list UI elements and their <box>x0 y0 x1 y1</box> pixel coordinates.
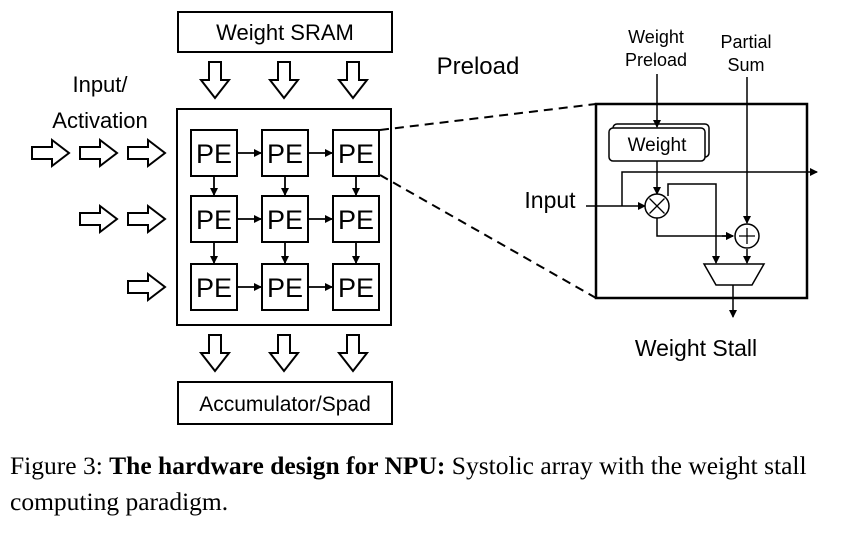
zoom-lines <box>379 103 597 299</box>
caption-rest: Systolic array with the weight stall com… <box>10 451 807 516</box>
input-label: Input <box>524 187 576 213</box>
right-arrow-icon <box>127 203 167 235</box>
activation-input-arrows <box>31 137 167 303</box>
pe-cell <box>261 263 309 311</box>
down-arrow-icon <box>267 334 301 373</box>
weight-sram-label: Weight SRAM <box>216 20 354 45</box>
weight-preload-label-line2: Preload <box>625 50 687 70</box>
partial-sum-label-line1: Partial <box>720 32 771 52</box>
sram-to-array-arrows <box>198 61 370 100</box>
pe-detail: Weight Preload Partial Sum Weight <box>524 27 818 361</box>
pe-label: PE <box>338 139 374 169</box>
right-arrow-icon <box>127 271 167 303</box>
pe-cell <box>332 195 380 243</box>
accumulator-label: Accumulator/Spad <box>199 393 371 416</box>
pe-label: PE <box>338 273 374 303</box>
pe-label: PE <box>196 273 232 303</box>
pe-label: PE <box>267 205 303 235</box>
array-to-accumulator-arrows <box>198 334 370 373</box>
right-arrow-icon <box>31 137 71 169</box>
accumulator-block: Accumulator/Spad <box>177 381 393 425</box>
preload-label: Preload <box>437 53 520 80</box>
pe-label: PE <box>196 205 232 235</box>
weight-register-label: Weight <box>628 135 688 156</box>
input-activation-label-line2: Activation <box>52 108 147 133</box>
caption-bold: The hardware design for NPU: <box>109 451 446 480</box>
right-arrow-icon <box>127 137 167 169</box>
partial-sum-label-line2: Sum <box>727 55 764 75</box>
pe-label: PE <box>267 139 303 169</box>
pe-cell <box>190 195 238 243</box>
figure-caption: Figure 3: The hardware design for NPU: S… <box>10 448 850 520</box>
pe-label: PE <box>196 139 232 169</box>
pe-label: PE <box>338 205 374 235</box>
down-arrow-icon <box>198 61 232 100</box>
input-activation-label-line1: Input/ <box>72 72 128 97</box>
pe-grid <box>190 129 380 311</box>
down-arrow-icon <box>336 334 370 373</box>
right-arrow-icon <box>79 203 119 235</box>
caption-prefix: Figure 3: <box>10 451 110 480</box>
pe-cell <box>332 263 380 311</box>
weight-preload-label-line1: Weight <box>628 27 684 47</box>
pe-interconnect <box>210 149 360 291</box>
down-arrow-icon <box>198 334 232 373</box>
weight-sram-block: Weight SRAM <box>177 11 393 53</box>
down-arrow-icon <box>267 61 301 100</box>
pe-label: PE <box>267 273 303 303</box>
weight-stall-label: Weight Stall <box>635 335 757 361</box>
pe-cell <box>190 263 238 311</box>
systolic-array-diagram: Weight SRAM Preload Input/ Activation <box>31 11 818 425</box>
mux-icon <box>702 263 766 286</box>
right-arrow-icon <box>79 137 119 169</box>
down-arrow-icon <box>336 61 370 100</box>
